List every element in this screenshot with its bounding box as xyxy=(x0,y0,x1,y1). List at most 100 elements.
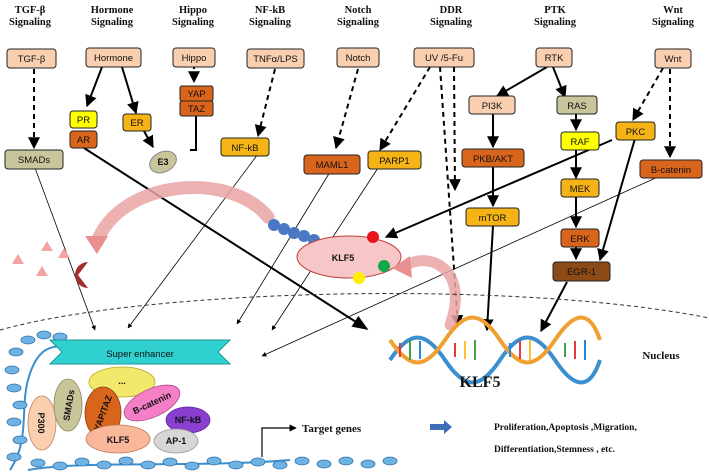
node-label: RAS xyxy=(567,101,587,112)
node-yap: YAP xyxy=(179,85,214,102)
nucleus-label: Nucleus xyxy=(642,350,680,362)
arrow-pkc-egr1 xyxy=(597,134,637,262)
pathway-title-top: Hormone xyxy=(91,5,134,16)
factor-p300: P300 xyxy=(27,395,57,451)
right-arrow-icon xyxy=(430,420,452,434)
factor-ellipsis-label: ... xyxy=(118,376,126,386)
arrow-hormone-pr xyxy=(85,66,103,108)
node-nfkb: NF-kB xyxy=(220,137,270,157)
node-uv: UV /5-Fu xyxy=(413,47,475,68)
node-maml1: MAML1 xyxy=(303,154,361,175)
factor-klf5-label: KLF5 xyxy=(107,435,130,445)
pathway-title-bottom: Signaling xyxy=(9,17,52,28)
node-label: AR xyxy=(77,135,90,146)
node-egr1: EGR-1 xyxy=(552,261,611,282)
arrow-pkc-klf5protein xyxy=(384,139,613,239)
node-bcatenin: B-catenin xyxy=(639,159,703,179)
arrow-maml1-nucleus xyxy=(236,171,331,325)
node-taz: TAZ xyxy=(179,100,214,117)
pathway-title-nfkb: NF-kB Signaling xyxy=(249,5,292,28)
pathway-title-notch: Notch Signaling xyxy=(337,5,380,28)
line-taz-e3 xyxy=(190,107,197,151)
arrow-rtk-pi3k xyxy=(495,66,548,97)
factor-ap1: AP-1 xyxy=(153,428,199,454)
pathway-title-top: NF-kB xyxy=(255,5,285,16)
klf5-gene-dna xyxy=(388,315,602,385)
node-notch: Notch xyxy=(336,47,380,68)
node-label: B-catenin xyxy=(651,165,691,176)
modification-site-green xyxy=(378,260,390,272)
modification-site-yellow xyxy=(353,272,365,284)
node-hormone: Hormone xyxy=(85,47,142,68)
arrow-bcatenin-nucleus xyxy=(261,175,661,357)
node-label: YAP xyxy=(187,89,205,100)
pathway-title-bottom: Signaling xyxy=(534,17,577,28)
node-e3: E3 xyxy=(149,150,177,174)
arrow-notch-maml1 xyxy=(333,68,359,150)
pathway-title-bottom: Signaling xyxy=(652,17,695,28)
factor-p300-label: P300 xyxy=(36,412,46,433)
super-enhancer-label: Super enhancer xyxy=(106,349,174,360)
pathway-title-bottom: Signaling xyxy=(249,17,292,28)
pathway-title-top: PTK xyxy=(544,5,566,16)
outcomes-line-1: Proliferation,Apoptosis ,Migration, xyxy=(494,423,637,433)
node-label: Hippo xyxy=(182,53,207,64)
factor-nfkb-label: NF-kB xyxy=(175,415,202,425)
arrow-nfkb-nucleus xyxy=(127,153,259,329)
node-label: TGF-β xyxy=(18,54,46,65)
super-enhancer: Super enhancer xyxy=(48,339,232,365)
node-label: PKC xyxy=(626,127,646,138)
node-pkc: PKC xyxy=(615,121,656,141)
outcomes-line-2: Differentiation,Stemness , etc. xyxy=(494,445,615,455)
pathway-title-top: TGF-β xyxy=(15,5,46,16)
signaling-nodes: PR AR ER YAP TAZ E3 NF-kB SMADs xyxy=(4,85,703,282)
node-label: MEK xyxy=(570,184,591,195)
factor-klf5: KLF5 xyxy=(85,424,151,454)
pathway-title-hippo: Hippo Signaling xyxy=(172,5,215,28)
curved-arrow-head xyxy=(85,236,108,254)
degradation-pathway xyxy=(12,181,320,288)
klf5-protein-label: KLF5 xyxy=(332,253,355,263)
arrow-er-e3 xyxy=(142,130,154,149)
node-label: RTK xyxy=(545,53,564,64)
node-hippo: Hippo xyxy=(172,47,216,68)
node-label: RAF xyxy=(571,137,590,148)
curved-arrow-modification xyxy=(392,255,461,331)
proteasome-icon xyxy=(75,262,88,288)
curved-arrow-degradation xyxy=(90,181,275,249)
pathway-title-top: Notch xyxy=(345,5,372,16)
pathway-title-bottom: Signaling xyxy=(172,17,215,28)
arrow-rtk-ras xyxy=(552,66,567,99)
pathway-title-top: DDR xyxy=(440,5,463,16)
node-ras: RAS xyxy=(556,95,598,115)
factor-smads: SMADs xyxy=(53,378,83,432)
node-label: ER xyxy=(130,118,143,129)
arrow-wnt-pkc xyxy=(632,67,664,122)
pathway-title-tgfb: TGF-β Signaling xyxy=(9,5,52,28)
node-pkb: PKB/AKT xyxy=(461,148,525,168)
node-label: EGR-1 xyxy=(567,267,596,278)
pathway-title-top: Wnt xyxy=(663,5,683,16)
klf5-gene-label: KLF5 xyxy=(460,374,501,391)
arrow-egr1-klf5gene xyxy=(540,281,568,333)
node-ar: AR xyxy=(69,130,98,149)
arrow-uv-klf5protein xyxy=(448,66,461,192)
node-label: NF-kB xyxy=(232,143,259,154)
node-pi3k: PI3K xyxy=(468,95,516,115)
node-label: PR xyxy=(77,115,90,126)
node-label: E3 xyxy=(157,157,168,167)
node-smads: SMADs xyxy=(4,149,64,170)
node-label: Notch xyxy=(346,53,371,64)
node-label: PI3K xyxy=(482,101,503,112)
arrow-ar-klf5gene xyxy=(83,147,369,330)
pathway-title-bottom: Signaling xyxy=(430,17,473,28)
arrow-smads-nucleus xyxy=(34,167,96,331)
node-mtor: mTOR xyxy=(465,207,520,227)
target-genes-label: Target genes xyxy=(302,423,362,435)
node-wnt: Wnt xyxy=(654,48,692,69)
nucleosomes xyxy=(4,330,398,471)
peptide-fragments xyxy=(12,241,70,276)
factor-bcatenin: B-catenin xyxy=(123,384,181,422)
